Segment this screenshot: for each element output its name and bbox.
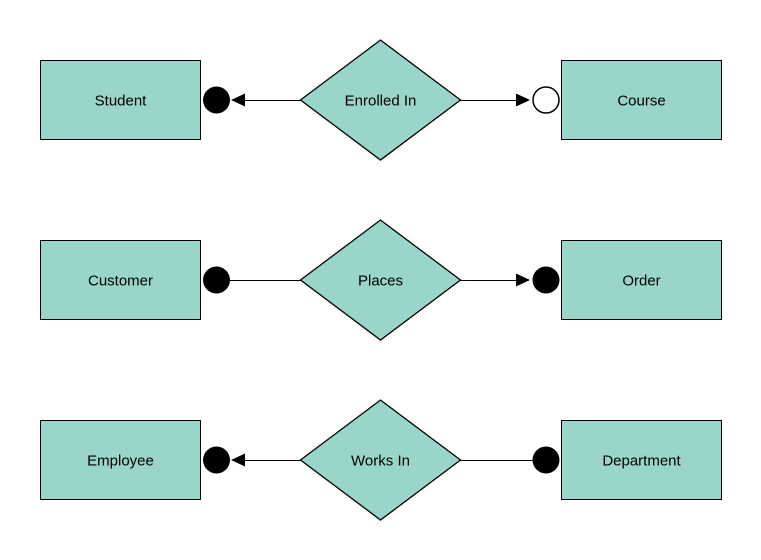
arrowhead-left-icon [231, 453, 245, 467]
entity-order [561, 240, 722, 320]
entity-label: Employee [87, 453, 154, 470]
entity-label: Department [602, 453, 681, 470]
relationship-label: Enrolled In [345, 93, 417, 110]
relationship-label: Works In [351, 453, 410, 470]
entity-department [561, 420, 722, 500]
relationship-row-3: Employee Works In Department [40, 399, 722, 521]
entity-label: Student [95, 93, 148, 110]
entity-label: Order [622, 273, 660, 290]
arrowhead-right-icon [516, 93, 530, 107]
open-circle-terminator [532, 86, 560, 114]
arrowhead-right-icon [516, 273, 530, 287]
filled-circle-terminator [532, 446, 560, 474]
relationship-row-1: Student Enrolled In Course [40, 39, 722, 161]
relationship-row-2: Customer Places Order [40, 219, 722, 341]
entity-label: Customer [88, 273, 153, 290]
filled-circle-terminator [532, 266, 560, 294]
filled-circle-terminator [203, 86, 230, 114]
entity-student [40, 60, 201, 140]
entity-customer [40, 240, 201, 320]
entity-label: Course [617, 93, 665, 110]
arrowhead-left-icon [231, 93, 245, 107]
entity-course [561, 60, 722, 140]
filled-circle-terminator [203, 266, 230, 294]
relationship-label: Places [358, 273, 403, 290]
entity-employee [40, 420, 201, 500]
filled-circle-terminator [203, 446, 230, 474]
